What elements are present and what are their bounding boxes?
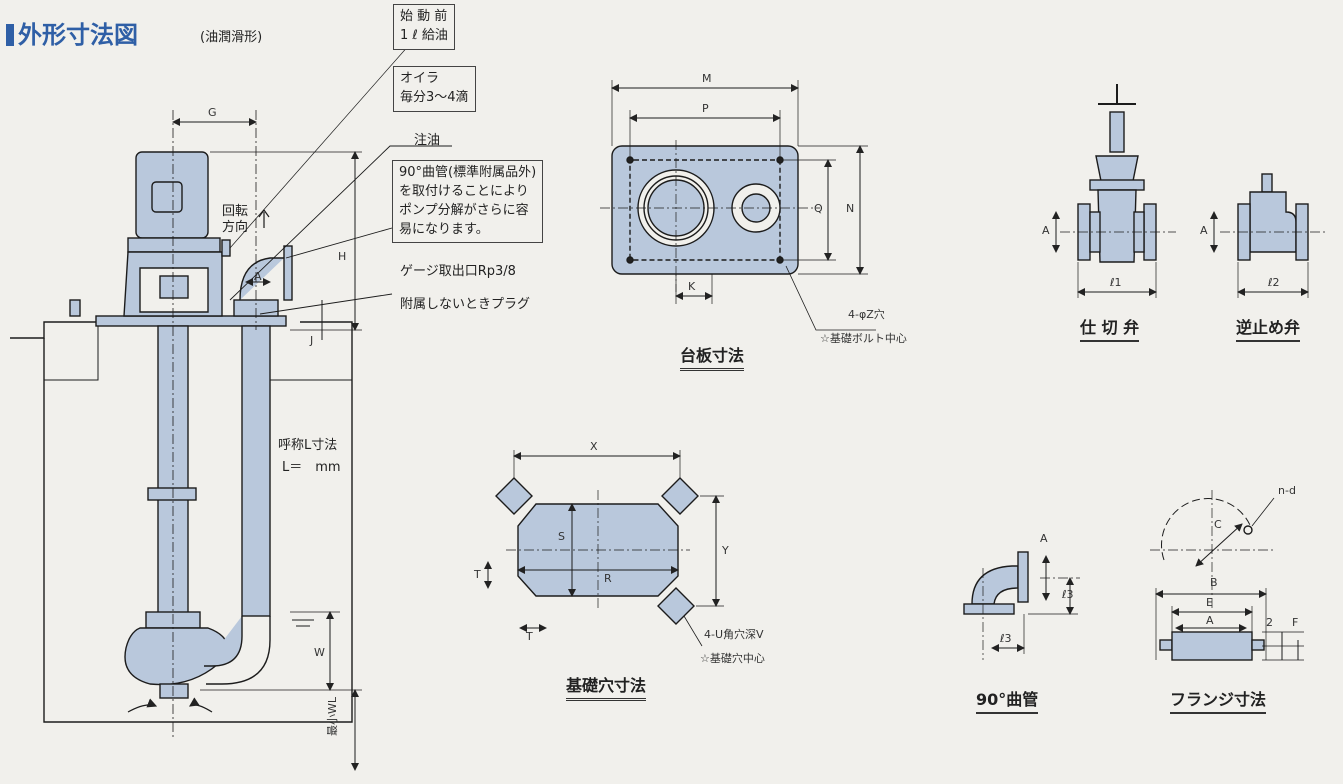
elbow-dim-l3a: ℓ3 [1062,588,1074,601]
dim-s: S [558,530,565,543]
dim-t1: T [474,568,481,581]
baseplate-bolt-center: ☆基礎ボルト中心 [820,332,907,345]
note-oiler-line1: オイラ [400,71,440,86]
note-start-line1: 始 動 前 [400,9,448,24]
note-bend-line3: ポンプ分解がさらに容 [399,202,529,218]
baseplate-plan [600,80,876,331]
page-subtitle: (油潤滑形) [200,30,263,45]
baseplate-heading: 台板寸法 [680,346,745,371]
flange-dim-2: 2 [1266,616,1273,629]
note-start-box: 始 動 前 1 ℓ 給油 [393,4,455,50]
foundation-heading: 基礎穴寸法 [566,676,647,701]
foundation-holes: 4-U角穴深V [704,628,764,641]
flange-dim-e: E [1206,596,1213,609]
note-oil-fill: 注油 [414,133,441,148]
note-min-wl: 最小WL [326,696,339,736]
gate-dim-l1: ℓ1 [1110,276,1122,289]
gate-valve [1052,84,1176,298]
check-dim-a: A [1200,224,1208,237]
dim-p: P [702,102,709,115]
flange-dim-f: F [1292,616,1299,629]
note-bend-line4: 易になります。 [399,221,489,237]
dim-k: K [688,280,696,293]
foundation-plan [484,450,724,647]
flange-drawing [1150,490,1304,661]
note-bend-box: 90°曲管(標準附属品外) を取付けることにより ポンプ分解がさらに容 易になり… [392,160,544,244]
elbow-dim-a: A [1040,532,1048,545]
elbow-dim-l3b: ℓ3 [1000,632,1012,645]
flange-dim-c: C [1214,518,1222,531]
flange-dim-a: A [1206,614,1214,627]
dim-w: W [314,646,325,659]
note-rotation-line2: 方向 [222,220,249,235]
dim-n: N [846,202,855,215]
dim-a: A [254,270,262,283]
note-l-value: L＝ mm [282,460,341,475]
elbow-drawing [963,551,1080,660]
note-nominal-l: 呼称L寸法 [278,438,338,453]
note-oiler-line2: 毎分3～4滴 [400,89,469,105]
flange-dim-nd: n-d [1278,484,1296,497]
dim-r: R [604,572,612,585]
gate-dim-a: A [1042,224,1050,237]
baseplate-holes: 4-φZ穴 [848,308,885,321]
elbow-heading: 90°曲管 [976,690,1039,714]
foundation-hole-center: ☆基礎穴中心 [700,652,765,665]
title-text: 外形寸法図 [18,21,138,49]
dim-y: Y [722,544,729,557]
page-title: 外形寸法図 [6,20,138,50]
note-start-line2: 1 ℓ 給油 [400,27,448,43]
note-plug: 附属しないときプラグ [400,297,531,312]
title-marker [6,24,14,46]
dim-x: X [590,440,598,453]
gate-heading: 仕 切 弁 [1080,318,1140,342]
dim-m: M [702,72,712,85]
flange-heading: フランジ寸法 [1170,690,1267,714]
check-dim-l2: ℓ2 [1268,276,1280,289]
note-bend-line2: を取付けることにより [399,183,529,199]
note-rotation-line1: 回転 [222,204,249,219]
pump-elevation [10,43,452,771]
dim-h: H [338,250,347,263]
note-oiler-box: オイラ 毎分3～4滴 [393,66,476,112]
dim-t2: T [526,630,533,643]
note-bend-line1: 90°曲管(標準附属品外) [399,165,537,180]
dim-j: J [310,334,314,347]
check-heading: 逆止め弁 [1236,318,1301,342]
flange-dim-b: B [1210,576,1218,589]
note-gauge: ゲージ取出口Rp3/8 [400,264,516,279]
check-valve [1210,173,1326,298]
dim-g: G [208,106,217,119]
dim-q: Q [814,202,823,215]
